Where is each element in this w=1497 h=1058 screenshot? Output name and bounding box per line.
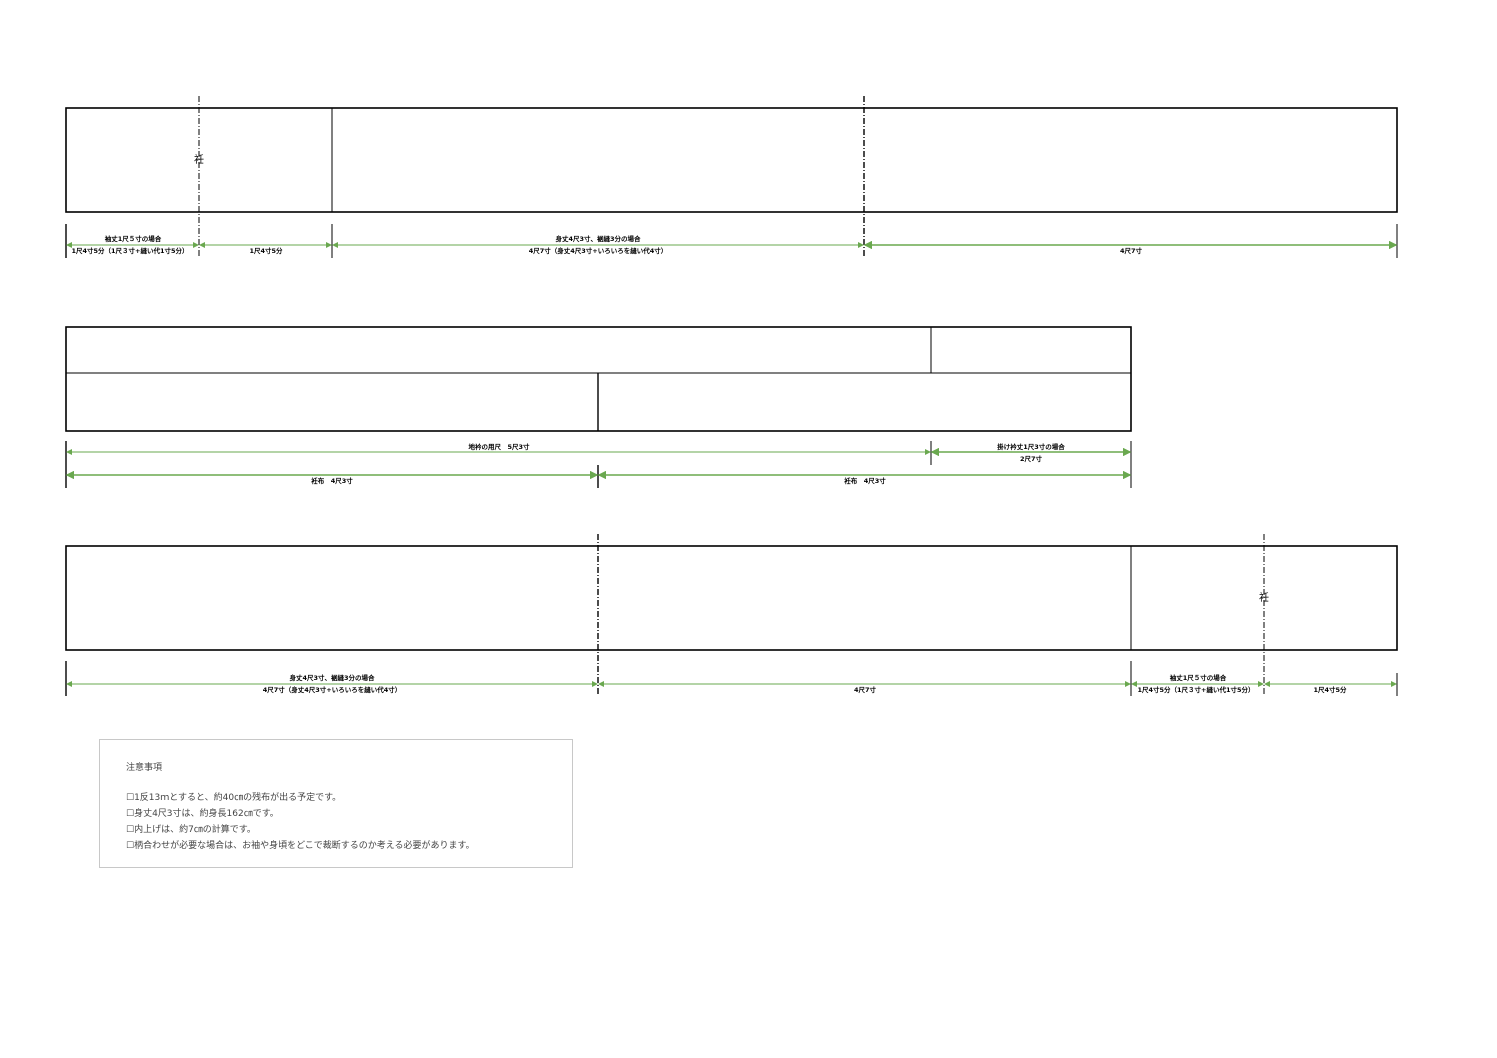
- dimension-label: 袖丈1尺５寸の場合: [1170, 673, 1227, 682]
- fabric-row-2: 地衿の用尺 5尺3寸 掛け衿丈1尺3寸の場合 2尺7寸 衽布 4尺3寸 衽布 4…: [65, 326, 1132, 488]
- note-item: ☐1反13ｍとすると、約40㎝の残布が出る予定です。: [126, 793, 342, 803]
- note-item: ☐身丈4尺3寸は、約身長162㎝です。: [126, 809, 279, 819]
- dimension-label: 4尺7寸（身丈4尺3寸+いろいろを縫い代4寸）: [529, 246, 668, 255]
- dimension-label: 地衿の用尺 5尺3寸: [468, 442, 530, 451]
- dimension-label: 4尺7寸: [854, 685, 877, 694]
- dimension-label: 袖丈1尺５寸の場合: [105, 234, 162, 243]
- dimension-label: 衽布 4尺3寸: [843, 476, 886, 485]
- dimension-label: 2尺7寸: [1020, 454, 1043, 463]
- dimension-label: 4尺7寸（身丈4尺3寸+いろいろを縫い代4寸）: [263, 685, 402, 694]
- dimension-label: 衽布 4尺3寸: [310, 476, 353, 485]
- overlap-label: 衽: [1259, 591, 1269, 604]
- dimension-label: 4尺7寸: [1120, 246, 1143, 255]
- fabric-row-1: 衽 袖丈1尺５寸の場合 1尺4寸5分（1尺３寸+縫い代1寸5分） 1尺4寸5分 …: [65, 96, 1398, 258]
- note-item: ☐柄合わせが必要な場合は、お袖や身頃をどこで裁断するのか考える必要があります。: [126, 841, 475, 851]
- fabric-outline: [65, 545, 1398, 651]
- note-item: ☐内上げは、約7㎝の計算です。: [126, 825, 256, 835]
- dimension-label: 1尺4寸5分（1尺３寸+縫い代1寸5分）: [1137, 685, 1254, 694]
- dimension-label: 掛け衿丈1尺3寸の場合: [997, 442, 1065, 451]
- fabric-row-3: 衽 身丈4尺3寸、裾縫3分の場合 4尺7寸（身丈4尺3寸+いろいろを縫い代4寸）…: [65, 534, 1398, 696]
- dimension-label: 1尺4寸5分（1尺３寸+縫い代1寸5分）: [71, 246, 188, 255]
- dimension-label: 身丈4尺3寸、裾縫3分の場合: [289, 673, 375, 682]
- overlap-label: 衽: [194, 153, 204, 166]
- dimension-label: 1尺4寸5分: [1313, 685, 1347, 694]
- fabric-outline: [65, 107, 1398, 213]
- dimension-label: 1尺4寸5分: [249, 246, 283, 255]
- notes-box: 注意事項 ☐1反13ｍとすると、約40㎝の残布が出る予定です。 ☐身丈4尺3寸は…: [99, 739, 573, 868]
- dimension-label: 身丈4尺3寸、裾縫3分の場合: [555, 234, 641, 243]
- notes-title: 注意事項: [126, 763, 163, 773]
